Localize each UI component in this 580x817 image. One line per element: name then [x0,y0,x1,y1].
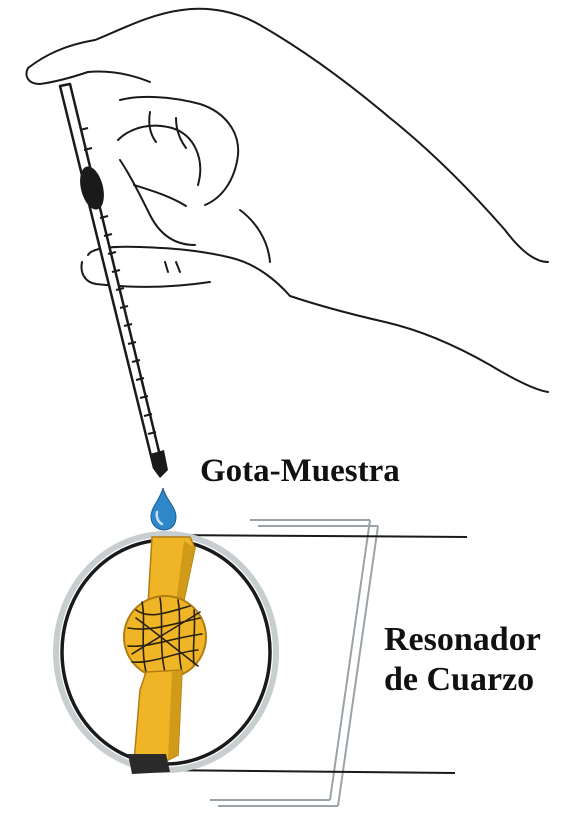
resonator-label-line1: Resonador [384,620,541,659]
drop-sample-label: Gota-Muestra [200,453,400,491]
resonator-label-line2: de Cuarzo [384,660,534,699]
drop-icon [151,488,176,530]
pipette-icon [60,84,168,478]
hand-icon [27,9,549,392]
